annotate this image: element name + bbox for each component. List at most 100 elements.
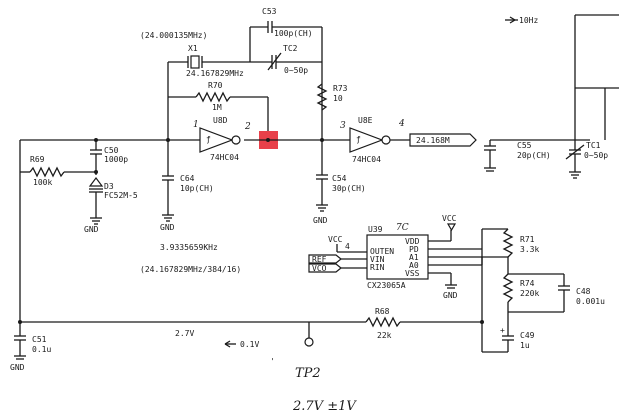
voltage-2-7: 2.7V <box>175 329 194 338</box>
u39-pin-vin: VIN <box>370 255 385 264</box>
r71-value: 3.3k <box>520 245 539 254</box>
r73-ref: R73 <box>333 84 348 93</box>
u8d-inverter <box>199 127 234 153</box>
c55-tc1-section: C55 20p(CH) TC1 0~50p <box>484 139 608 179</box>
u8d-part: 74HC04 <box>210 153 239 162</box>
c64-value: 10p(CH) <box>180 184 214 193</box>
feedback-section: R70 1M R73 10 <box>168 81 348 140</box>
tc2-ref: TC2 <box>283 44 298 53</box>
c49-value: 1u <box>520 341 530 350</box>
r71-ref: R71 <box>520 235 535 244</box>
c53-ref: C53 <box>262 7 277 16</box>
ref-net-tag <box>308 254 342 264</box>
u39-part: CX23065A <box>367 281 406 290</box>
u8d-ref: U8D <box>213 116 228 125</box>
input-section: C50 1000p R69 100k D3 FC52M-5 GND <box>19 140 138 322</box>
c55-value: 20p(CH) <box>517 151 551 160</box>
c54-gnd: GND <box>313 216 328 225</box>
bottom-rail: R68 22k C51 0.1u GND 2.7V 0.1V <box>10 307 482 372</box>
c64-gnd: GND <box>160 223 175 232</box>
x1-crystal <box>190 55 200 69</box>
r70-ref: R70 <box>208 81 223 90</box>
c50-ref: C50 <box>104 146 119 155</box>
tc1-ref: TC1 <box>586 141 601 150</box>
voltage-0-1: 0.1V <box>240 340 259 349</box>
c51-gnd: GND <box>10 363 25 372</box>
r70-value: 1M <box>212 103 222 112</box>
output-label: 24.168M <box>416 136 450 145</box>
r68-value: 22k <box>377 331 392 340</box>
loop-filter-section: R71 3.3k R74 220k C48 0.001u + C49 1u <box>480 228 605 353</box>
c51-value: 0.1u <box>32 345 51 354</box>
tp2-testpoint[interactable] <box>304 337 314 347</box>
c55-ref: C55 <box>517 141 532 150</box>
ic-annotation: 7C <box>396 223 409 233</box>
u39-pin-vss: VSS <box>405 269 420 278</box>
c48-value: 0.001u <box>576 297 605 306</box>
top-right-note: 10Hz <box>519 16 538 25</box>
svg-text:': ' <box>270 357 275 366</box>
x1-value: 24.167829MHz <box>186 69 244 78</box>
vco-tag: VCO <box>312 264 327 273</box>
r69-ref: R69 <box>30 155 45 164</box>
r69-value: 100k <box>33 178 52 187</box>
c54-section: C54 30p(CH) GND <box>313 140 366 225</box>
signal-line: ƒ U8D 74HC04 1 2 ƒ U8E 74HC04 3 4 24.168… <box>20 116 477 164</box>
hand-note: 2.7V ±1V <box>292 399 357 414</box>
c51-ref: C51 <box>32 335 47 344</box>
tc2-value: 0~50p <box>284 66 308 75</box>
r74-resistor <box>502 273 514 303</box>
vcc-right: VCC <box>442 214 457 223</box>
u8e-ref: U8E <box>358 116 373 125</box>
u39-pin-a0: A0 <box>409 261 419 270</box>
r73-value: 10 <box>333 94 343 103</box>
r74-value: 220k <box>520 289 539 298</box>
tp2-label: TP2 <box>295 366 321 381</box>
u39-ref: U39 <box>368 225 383 234</box>
vco-net-tag <box>308 263 342 273</box>
u39-pin-vdd: VDD <box>405 237 420 246</box>
c49-ref: C49 <box>520 331 535 340</box>
u8e-pin-in: 3 <box>340 121 346 131</box>
c64-ref: C64 <box>180 174 195 183</box>
u8d-pin-out: 2 <box>244 122 251 132</box>
d3-varicap-diode <box>88 177 104 187</box>
c50-value: 1000p <box>104 155 128 164</box>
x1-ref: X1 <box>188 44 198 53</box>
d3-value: FC52M-5 <box>104 191 138 200</box>
c53-value: 100p(CH) <box>274 29 313 38</box>
crystal-freq-note: (24.000135MHz) <box>140 31 207 40</box>
ref-tag: REF <box>312 255 327 264</box>
crystal-section: (24.000135MHz) C53 100p(CH) X1 24.167829… <box>140 7 323 140</box>
u39-gnd: GND <box>443 291 458 300</box>
c64-section: C64 10p(CH) GND <box>160 140 214 232</box>
d3-ref: D3 <box>104 182 114 191</box>
c54-value: 30p(CH) <box>332 184 366 193</box>
r69-resistor <box>29 166 65 178</box>
u8d-pin-in: 1 <box>193 120 199 130</box>
freq-formula: (24.167829MHz/384/16) <box>140 265 241 274</box>
u39-pin-pd: PD <box>409 245 419 254</box>
svg-text:ƒ: ƒ <box>206 135 211 144</box>
d3-gnd: GND <box>84 225 99 234</box>
u39-pin-outen: OUTEN <box>370 247 394 256</box>
output-net-label <box>409 133 477 147</box>
svg-text:+: + <box>500 326 505 335</box>
vcc-left: VCC <box>328 235 343 244</box>
r68-resistor <box>365 316 401 328</box>
pin-4-label: 4 <box>345 242 350 251</box>
c54-ref: C54 <box>332 174 347 183</box>
r70-resistor <box>195 91 231 103</box>
u8e-part: 74HC04 <box>352 155 381 164</box>
u39-ic: U39 7C CX23065A OUTEN VIN RIN VDD PD A1 … <box>308 214 482 300</box>
u39-pin-rin: RIN <box>370 263 385 272</box>
r73-resistor <box>316 83 328 111</box>
u39-pin-a1: A1 <box>409 253 419 262</box>
r68-ref: R68 <box>375 307 390 316</box>
r74-ref: R74 <box>520 279 535 288</box>
c48-ref: C48 <box>576 287 591 296</box>
tc1-value: 0~50p <box>584 151 608 160</box>
r71-resistor <box>502 228 514 258</box>
freq-note: 3.9335659KHz <box>160 243 218 252</box>
